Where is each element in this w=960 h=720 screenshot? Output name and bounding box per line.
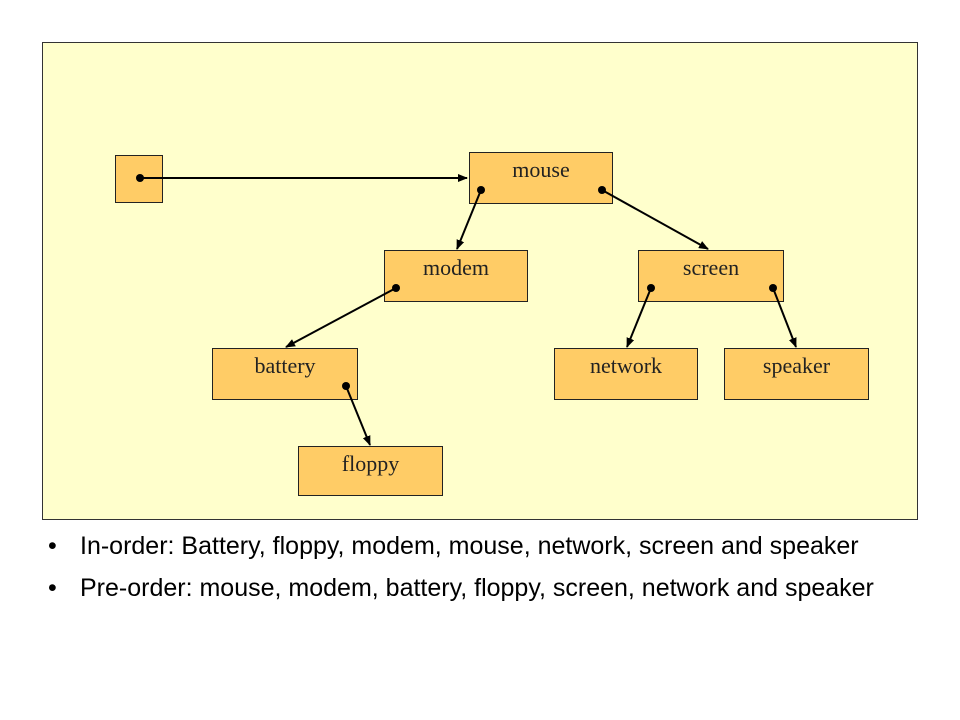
- arrow-screen-to-network: [626, 287, 652, 348]
- arrow-mouse-to-modem: [456, 189, 482, 250]
- arrow-mouse-to-screen: [601, 189, 709, 250]
- pointer-dot-mouse-screen: [598, 186, 606, 194]
- traversal-list: • In-order: Battery, floppy, modem, mous…: [42, 530, 942, 614]
- node-floppy: floppy: [298, 446, 443, 496]
- pointer-dot-modem-battery: [392, 284, 400, 292]
- arrow-screen-to-speaker: [772, 287, 797, 348]
- node-modem-label: modem: [423, 255, 489, 280]
- pointer-dot-battery-floppy: [342, 382, 350, 390]
- pointer-dot-mouse-modem: [477, 186, 485, 194]
- inorder-bullet: • In-order: Battery, floppy, modem, mous…: [42, 530, 942, 562]
- node-battery-label: battery: [254, 353, 316, 378]
- pointer-dot-root-mouse: [136, 174, 144, 182]
- node-battery: battery: [212, 348, 358, 400]
- preorder-text: Pre-order: mouse, modem, battery, floppy…: [80, 574, 874, 602]
- bullet-icon: •: [48, 574, 57, 602]
- node-screen: screen: [638, 250, 784, 302]
- bullet-icon: •: [48, 532, 57, 560]
- arrow-battery-to-floppy: [345, 385, 371, 446]
- node-screen-label: screen: [682, 255, 740, 280]
- preorder-bullet: • Pre-order: mouse, modem, battery, flop…: [42, 572, 942, 604]
- arrow-modem-to-battery: [285, 287, 397, 348]
- node-network: network: [554, 348, 698, 400]
- node-speaker: speaker: [724, 348, 869, 400]
- node-floppy-label: floppy: [341, 451, 400, 476]
- pointer-dot-screen-speaker: [769, 284, 777, 292]
- pointer-dot-screen-network: [647, 284, 655, 292]
- node-modem: modem: [384, 250, 528, 302]
- node-mouse: mouse: [469, 152, 613, 204]
- inorder-text: In-order: Battery, floppy, modem, mouse,…: [80, 532, 859, 560]
- node-network-label: network: [589, 353, 663, 378]
- node-speaker-label: speaker: [762, 353, 831, 378]
- node-mouse-label: mouse: [512, 157, 570, 182]
